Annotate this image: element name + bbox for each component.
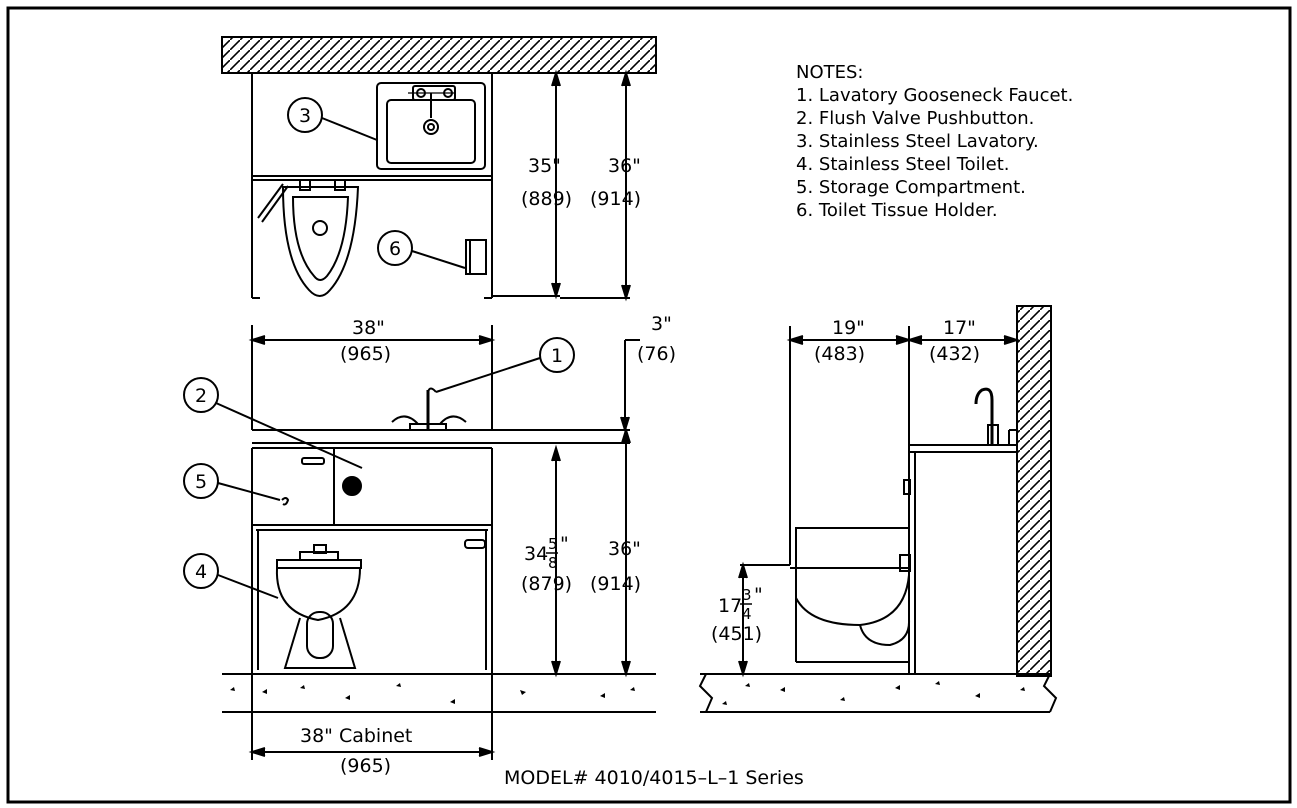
dim-1734-inch-mark: " xyxy=(754,584,763,606)
callout-5 xyxy=(183,463,219,499)
ceiling-wall-hatch xyxy=(221,36,657,74)
dim-36-mm: (914) xyxy=(590,188,641,210)
dim-1734-mm: (451) xyxy=(711,623,762,645)
dim-19-in: 19" xyxy=(832,317,865,339)
dim-36-front-mm: (914) xyxy=(590,573,641,595)
callout-3-num: 3 xyxy=(299,105,311,127)
dim-17-in: 17" xyxy=(943,317,976,339)
dim-1734-den: 4 xyxy=(742,605,752,623)
note-4: 4. Stainless Steel Toilet. xyxy=(796,154,1010,175)
front-elevation xyxy=(222,325,656,760)
floor-speckles-front xyxy=(230,683,635,704)
callout-2 xyxy=(183,377,219,413)
note-2: 2. Flush Valve Pushbutton. xyxy=(796,108,1034,129)
dim-36-in: 36" xyxy=(608,155,641,177)
notes-heading: NOTES: xyxy=(796,62,864,83)
toilet-plan xyxy=(281,186,360,297)
dim-1734-num: 3 xyxy=(742,586,752,604)
side-elevation xyxy=(698,305,1058,713)
dim-3-mm: (76) xyxy=(637,343,676,365)
dim-34-den: 8 xyxy=(548,554,558,572)
floor-speckles-side xyxy=(722,681,1025,705)
dim-35-in: 35" xyxy=(528,155,561,177)
note-1: 1. Lavatory Gooseneck Faucet. xyxy=(796,85,1073,106)
callout-1-num: 1 xyxy=(551,345,563,367)
lavatory-plan xyxy=(376,82,486,170)
model-label: MODEL# 4010/4015–L–1 Series xyxy=(504,767,804,789)
dim-35-mm: (889) xyxy=(521,188,572,210)
dim-38-in: 38" xyxy=(352,317,385,339)
callout-4-num: 4 xyxy=(195,561,207,583)
dim-cabinet-mm: (965) xyxy=(340,755,391,777)
note-6: 6. Toilet Tissue Holder. xyxy=(796,200,998,221)
callout-2-num: 2 xyxy=(195,385,207,407)
dim-cabinet-in: 38" Cabinet xyxy=(300,725,412,747)
note-5: 5. Storage Compartment. xyxy=(796,177,1026,198)
dim-3-in: 3" xyxy=(651,313,672,335)
dim-19-mm: (483) xyxy=(814,343,865,365)
callout-5-num: 5 xyxy=(195,471,207,493)
callout-1 xyxy=(539,337,575,373)
dim-38-mm: (965) xyxy=(340,343,391,365)
callout-4 xyxy=(183,553,219,589)
dim-34-inch-mark: " xyxy=(560,533,569,555)
dim-1734-int: 17 xyxy=(718,595,742,617)
dim-34-mm: (879) xyxy=(521,573,572,595)
plan-view xyxy=(221,36,657,302)
dim-34-int: 34 xyxy=(524,543,548,565)
dim-17-mm: (432) xyxy=(929,343,980,365)
callout-6 xyxy=(377,230,413,266)
dim-36-front-in: 36" xyxy=(608,538,641,560)
side-wall-hatch xyxy=(1016,305,1052,677)
callout-3 xyxy=(287,97,323,133)
toilet-front xyxy=(275,567,362,622)
callout-6-num: 6 xyxy=(389,238,401,260)
notes-block: NOTES: 1. Lavatory Gooseneck Faucet. 2. … xyxy=(796,62,1073,221)
dim-34-num: 5 xyxy=(548,535,558,553)
note-3: 3. Stainless Steel Lavatory. xyxy=(796,131,1039,152)
drawing-border xyxy=(6,6,1292,804)
tissue-holder-plan xyxy=(465,239,487,275)
